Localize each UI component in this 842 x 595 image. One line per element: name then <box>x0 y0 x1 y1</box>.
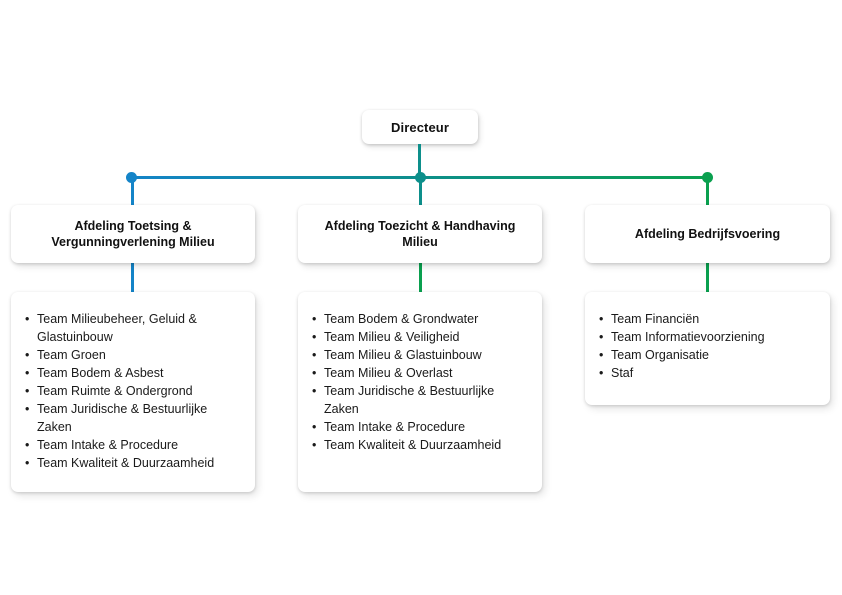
team-list-1: Team Milieubeheer, Geluid & Glastuinbouw… <box>25 310 241 472</box>
team-list-item[interactable]: Team Milieu & Glastuinbouw <box>312 346 528 364</box>
team-list-item[interactable]: Team Milieu & Veiligheid <box>312 328 528 346</box>
team-list-item[interactable]: Staf <box>599 364 816 382</box>
team-list-item[interactable]: Team Intake & Procedure <box>312 418 528 436</box>
connector-bar-right <box>420 176 707 179</box>
org-node-director[interactable]: Directeur <box>362 110 478 144</box>
department-header-2[interactable]: Afdeling Toezicht & Handhaving Milieu <box>298 205 542 263</box>
team-list-item[interactable]: Team Intake & Procedure <box>25 436 241 454</box>
department-title-2: Afdeling Toezicht & Handhaving Milieu <box>324 219 516 249</box>
connector-stem-dept-1 <box>131 176 134 207</box>
team-list-2: Team Bodem & GrondwaterTeam Milieu & Vei… <box>312 310 528 454</box>
connector-root-stem <box>418 144 421 178</box>
team-list-item[interactable]: Team Milieu & Overlast <box>312 364 528 382</box>
connector-stem-dept-3 <box>706 176 709 207</box>
team-list-item[interactable]: Team Milieubeheer, Geluid & Glastuinbouw <box>25 310 241 346</box>
team-list-item[interactable]: Team Kwaliteit & Duurzaamheid <box>312 436 528 454</box>
department-header-1[interactable]: Afdeling Toetsing & Vergunningverlening … <box>11 205 255 263</box>
department-title-3: Afdeling Bedrijfsvoering <box>634 227 781 241</box>
team-card-2: Team Bodem & GrondwaterTeam Milieu & Vei… <box>298 292 542 492</box>
department-header-3[interactable]: Afdeling Bedrijfsvoering <box>585 205 830 263</box>
connector-link-teams-1 <box>131 261 134 294</box>
department-title-1: Afdeling Toetsing & Vergunningverlening … <box>51 219 215 249</box>
branch-node-dot-right <box>702 172 713 183</box>
team-list-item[interactable]: Team Groen <box>25 346 241 364</box>
team-list-item[interactable]: Team Bodem & Asbest <box>25 364 241 382</box>
branch-node-dot-center <box>415 172 426 183</box>
team-list-item[interactable]: Team Financiën <box>599 310 816 328</box>
team-card-3: Team FinanciënTeam Informatievoorziening… <box>585 292 830 405</box>
team-list-item[interactable]: Team Juridische & Bestuurlijke Zaken <box>312 382 528 418</box>
team-list-item[interactable]: Team Kwaliteit & Duurzaamheid <box>25 454 241 472</box>
branch-node-dot-left <box>126 172 137 183</box>
connector-link-teams-2 <box>419 261 422 294</box>
connector-link-teams-3 <box>706 261 709 294</box>
team-list-item[interactable]: Team Organisatie <box>599 346 816 364</box>
team-list-item[interactable]: Team Ruimte & Ondergrond <box>25 382 241 400</box>
team-list-item[interactable]: Team Informatievoorziening <box>599 328 816 346</box>
team-list-3: Team FinanciënTeam Informatievoorziening… <box>599 310 816 382</box>
director-label: Directeur <box>391 119 449 135</box>
team-list-item[interactable]: Team Bodem & Grondwater <box>312 310 528 328</box>
team-card-1: Team Milieubeheer, Geluid & Glastuinbouw… <box>11 292 255 492</box>
connector-stem-dept-2 <box>419 176 422 207</box>
team-list-item[interactable]: Team Juridische & Bestuurlijke Zaken <box>25 400 241 436</box>
connector-bar-left <box>131 176 420 179</box>
